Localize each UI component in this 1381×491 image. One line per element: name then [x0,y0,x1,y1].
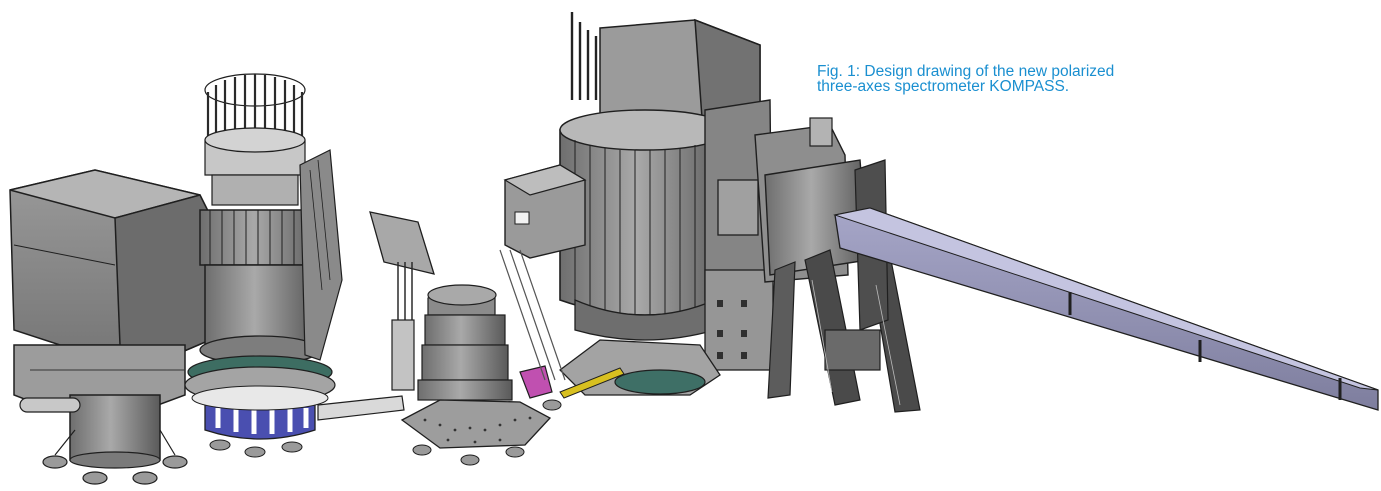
analyzer-drum [559,12,774,399]
detector-stand [767,159,921,413]
caption-line-1: Fig. 1: Design drawing of the new polari… [817,63,1115,80]
figure-caption: Fig. 1: Design drawing of the new polari… [817,63,1147,95]
feet-left [42,429,188,485]
monochromator-drum [184,73,343,458]
side-box [499,164,587,381]
sample-table [369,211,562,466]
monochromator-box [9,169,211,409]
neutron-guide-tube [317,395,405,421]
long-guide [833,207,1379,411]
caption-line-2: three-axes spectrometer KOMPASS. [817,78,1070,95]
support-column [19,394,161,469]
